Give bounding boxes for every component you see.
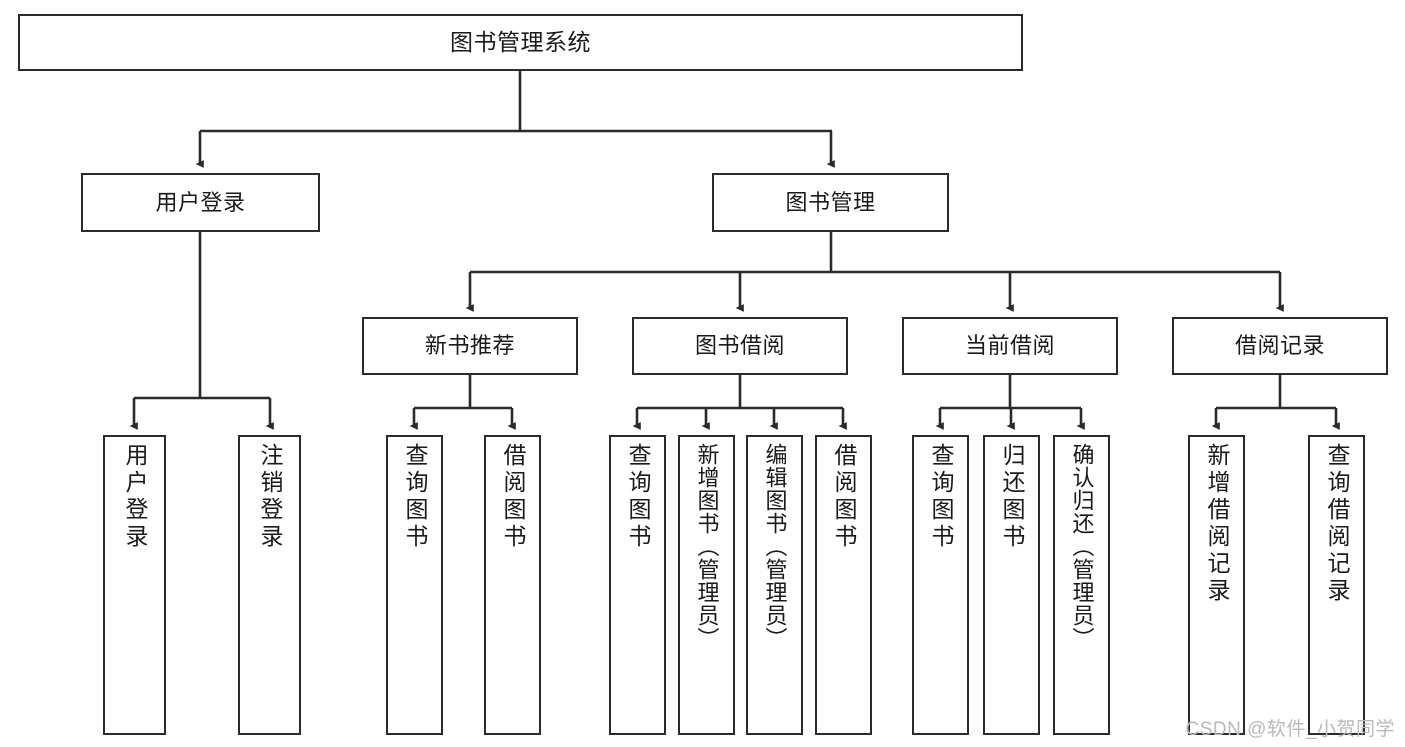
- node-label: 图书管理系统: [450, 28, 591, 55]
- node-book-manage[interactable]: 图书管理: [712, 173, 949, 232]
- node-label: 查询图书: [625, 443, 651, 551]
- node-root-system[interactable]: 图书管理系统: [18, 14, 1023, 71]
- node-label: 新增借阅记录: [1204, 443, 1230, 605]
- leaf-query-book-1[interactable]: 查询图书: [386, 435, 443, 735]
- leaf-query-record[interactable]: 查询借阅记录: [1308, 435, 1365, 735]
- leaf-query-book-2[interactable]: 查询图书: [609, 435, 666, 735]
- node-label: 新增图书（管理员）: [694, 443, 720, 650]
- csdn-watermark: CSDN @软件_小贺同学: [1185, 719, 1395, 740]
- leaf-user-login[interactable]: 用户登录: [103, 435, 166, 735]
- node-label: 查询图书: [928, 443, 954, 551]
- node-label: 借阅记录: [1234, 333, 1325, 359]
- node-label: 借阅图书: [831, 443, 857, 551]
- node-new-book-recommend[interactable]: 新书推荐: [362, 317, 578, 375]
- node-label: 借阅图书: [500, 443, 526, 551]
- leaf-return-book[interactable]: 归还图书: [983, 435, 1040, 735]
- leaf-confirm-return[interactable]: 确认归还（管理员）: [1053, 435, 1110, 735]
- leaf-add-book[interactable]: 新增图书（管理员）: [678, 435, 735, 735]
- leaf-edit-book[interactable]: 编辑图书（管理员）: [746, 435, 803, 735]
- leaf-query-book-3[interactable]: 查询图书: [912, 435, 969, 735]
- node-label: 查询图书: [402, 443, 428, 551]
- node-label: 当前借阅: [964, 333, 1055, 359]
- node-label: 归还图书: [999, 443, 1025, 551]
- node-label: 用户登录: [155, 189, 246, 215]
- node-label: 编辑图书（管理员）: [762, 443, 788, 650]
- node-label: 查询借阅记录: [1324, 443, 1350, 605]
- node-current-borrow[interactable]: 当前借阅: [902, 317, 1118, 375]
- node-book-borrow[interactable]: 图书借阅: [632, 317, 848, 375]
- leaf-borrow-book-1[interactable]: 借阅图书: [484, 435, 541, 735]
- node-label: 用户登录: [122, 443, 148, 551]
- node-label: 图书借阅: [694, 333, 785, 359]
- leaf-user-logout[interactable]: 注销登录: [238, 435, 301, 735]
- node-user-login[interactable]: 用户登录: [81, 173, 320, 232]
- leaf-add-record[interactable]: 新增借阅记录: [1188, 435, 1245, 735]
- node-label: 确认归还（管理员）: [1069, 443, 1095, 650]
- node-label: 注销登录: [257, 443, 283, 551]
- node-label: 新书推荐: [424, 333, 515, 359]
- node-borrow-record[interactable]: 借阅记录: [1172, 317, 1388, 375]
- node-label: 图书管理: [785, 189, 876, 215]
- leaf-borrow-book-2[interactable]: 借阅图书: [815, 435, 872, 735]
